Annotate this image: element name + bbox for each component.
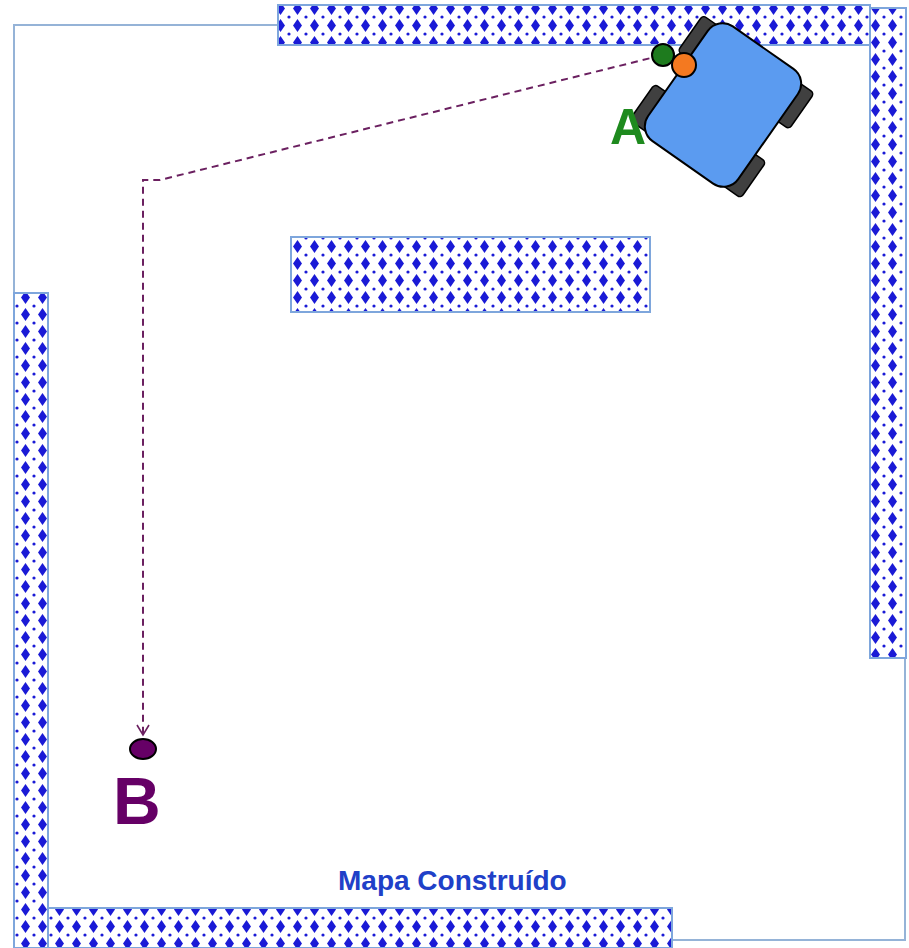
robot <box>627 9 819 202</box>
point-label: A <box>610 102 646 152</box>
map-caption: Mapa Construído <box>338 867 567 895</box>
robot-sensor <box>671 52 697 78</box>
point-marker <box>129 738 157 760</box>
wall <box>14 5 906 948</box>
map-point: A <box>608 42 688 156</box>
planned-path <box>143 58 649 735</box>
point-label: B <box>113 768 161 834</box>
map-boundary <box>14 25 905 940</box>
map-point: B <box>110 736 180 838</box>
